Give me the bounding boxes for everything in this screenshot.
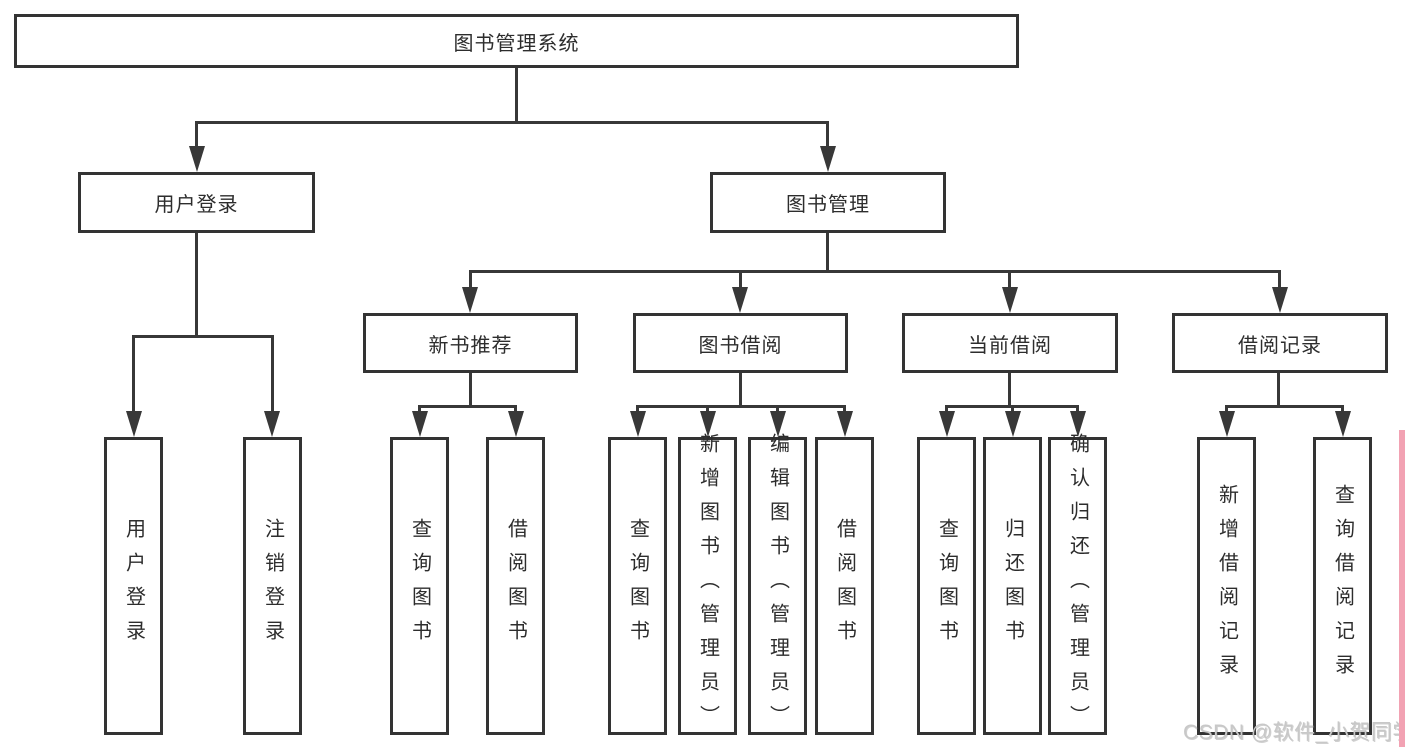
arrowhead-down-icon bbox=[837, 411, 853, 437]
connector-line bbox=[1008, 270, 1011, 287]
arrowhead-down-icon bbox=[630, 411, 646, 437]
leaf-label: 编辑图书（管理员） bbox=[766, 433, 789, 739]
connector-line bbox=[132, 335, 273, 338]
node-book-borrowing: 图书借阅 bbox=[633, 313, 848, 373]
leaf-label: 用户登录 bbox=[122, 518, 145, 654]
connector-line bbox=[945, 405, 948, 411]
leaf-query-books: 查询图书 bbox=[917, 437, 976, 735]
leaf-edit-books-admin: 编辑图书（管理员） bbox=[748, 433, 807, 739]
leaf-label: 注销登录 bbox=[261, 518, 284, 654]
connector-line bbox=[636, 405, 639, 411]
node-book-management: 图书管理 bbox=[710, 172, 946, 233]
connector-line bbox=[739, 373, 742, 405]
arrowhead-down-icon bbox=[732, 287, 748, 313]
connector-line bbox=[515, 68, 518, 121]
node-label: 图书管理系统 bbox=[453, 32, 580, 55]
arrowhead-down-icon bbox=[189, 146, 205, 172]
connector-line bbox=[1011, 405, 1014, 411]
arrowhead-down-icon bbox=[820, 146, 836, 172]
node-label: 图书管理 bbox=[786, 194, 870, 216]
leaf-logout: 注销登录 bbox=[243, 437, 302, 735]
connector-line bbox=[195, 121, 198, 148]
node-current-borrowing: 当前借阅 bbox=[902, 313, 1118, 373]
leaf-user-login: 用户登录 bbox=[104, 437, 163, 735]
connector-line bbox=[826, 233, 829, 270]
csdn-watermark: CSDN @软件_小贺同学 bbox=[1183, 721, 1405, 744]
connector-line bbox=[418, 405, 517, 408]
leaf-borrow-books: 借阅图书 bbox=[815, 437, 874, 735]
connector-line bbox=[132, 335, 135, 411]
leaf-label: 查询图书 bbox=[408, 518, 431, 654]
node-library-management-system: 图书管理系统 bbox=[14, 14, 1019, 68]
leaf-label: 查询借阅记录 bbox=[1331, 484, 1354, 688]
connector-line bbox=[196, 121, 829, 124]
connector-line bbox=[469, 270, 472, 287]
leaf-add-borrow-record: 新增借阅记录 bbox=[1197, 437, 1256, 735]
connector-line bbox=[1278, 270, 1281, 287]
arrowhead-down-icon bbox=[770, 411, 786, 437]
leaf-borrow-books: 借阅图书 bbox=[486, 437, 545, 735]
connector-line bbox=[469, 373, 472, 405]
connector-line bbox=[469, 270, 1281, 273]
leaf-query-books: 查询图书 bbox=[608, 437, 667, 735]
arrowhead-down-icon bbox=[1070, 411, 1086, 437]
arrowhead-down-icon bbox=[412, 411, 428, 437]
leaf-label: 借阅图书 bbox=[833, 518, 856, 654]
arrowhead-down-icon bbox=[1005, 411, 1021, 437]
connector-line bbox=[1076, 405, 1079, 411]
leaf-label: 归还图书 bbox=[1001, 518, 1024, 654]
arrowhead-down-icon bbox=[1219, 411, 1235, 437]
connector-line bbox=[195, 233, 198, 335]
connector-line bbox=[1277, 373, 1280, 405]
leaf-add-books-admin: 新增图书（管理员） bbox=[678, 433, 737, 739]
leaf-confirm-return-admin: 确认归还（管理员） bbox=[1048, 433, 1107, 739]
leaf-label: 新增借阅记录 bbox=[1215, 484, 1238, 688]
connector-line bbox=[1008, 373, 1011, 405]
leaf-query-books: 查询图书 bbox=[390, 437, 449, 735]
connector-line bbox=[271, 335, 274, 411]
connector-line bbox=[1341, 405, 1344, 411]
leaf-query-borrow-record: 查询借阅记录 bbox=[1313, 437, 1372, 735]
arrowhead-down-icon bbox=[508, 411, 524, 437]
arrowhead-down-icon bbox=[264, 411, 280, 437]
arrowhead-down-icon bbox=[700, 411, 716, 437]
arrowhead-down-icon bbox=[1335, 411, 1351, 437]
arrowhead-down-icon bbox=[1272, 287, 1288, 313]
connector-line bbox=[826, 121, 829, 148]
connector-line bbox=[776, 405, 779, 411]
arrowhead-down-icon bbox=[1002, 287, 1018, 313]
connector-line bbox=[739, 270, 742, 287]
leaf-label: 确认归还（管理员） bbox=[1066, 433, 1089, 739]
node-label: 图书借阅 bbox=[698, 334, 783, 357]
connector-line bbox=[514, 405, 517, 411]
connector-line bbox=[1225, 405, 1343, 408]
connector-line bbox=[1225, 405, 1228, 411]
arrowhead-down-icon bbox=[462, 287, 478, 313]
node-new-book-recommend: 新书推荐 bbox=[363, 313, 578, 373]
node-borrowing-records: 借阅记录 bbox=[1172, 313, 1388, 373]
connector-line bbox=[636, 405, 846, 408]
connector-line bbox=[418, 405, 421, 411]
connector-line bbox=[706, 405, 709, 411]
node-label: 当前借阅 bbox=[968, 334, 1052, 357]
node-user-login: 用户登录 bbox=[78, 172, 315, 233]
leaf-label: 借阅图书 bbox=[504, 518, 527, 654]
arrowhead-down-icon bbox=[939, 411, 955, 437]
node-label: 借阅记录 bbox=[1238, 334, 1322, 357]
node-label: 新书推荐 bbox=[428, 334, 513, 357]
node-label: 用户登录 bbox=[154, 194, 239, 216]
leaf-label: 新增图书（管理员） bbox=[696, 433, 719, 739]
leaf-return-books: 归还图书 bbox=[983, 437, 1042, 735]
leaf-label: 查询图书 bbox=[626, 518, 649, 654]
right-edge-pink-strip bbox=[1399, 430, 1405, 747]
arrowhead-down-icon bbox=[126, 411, 142, 437]
connector-line bbox=[843, 405, 846, 411]
leaf-label: 查询图书 bbox=[935, 518, 958, 654]
